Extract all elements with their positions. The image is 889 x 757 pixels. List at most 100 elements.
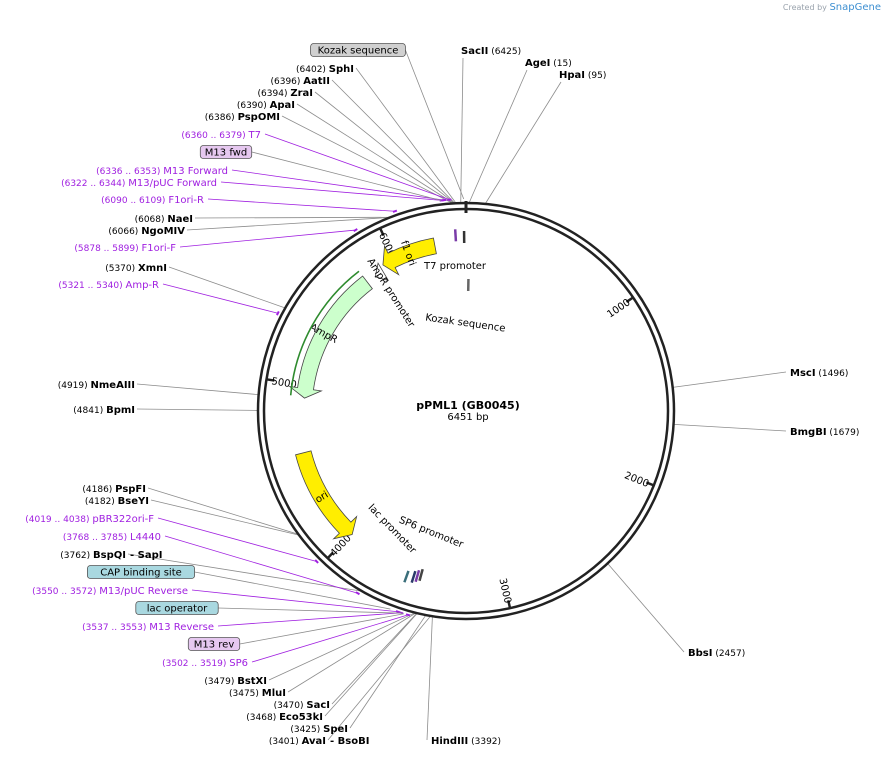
enzyme-label: SacII (6425) xyxy=(461,46,521,57)
enzyme-name: HpaI xyxy=(559,70,585,81)
brand-created-by: Created by xyxy=(782,3,827,12)
enzyme-position: (2457) xyxy=(712,649,745,659)
enzyme-line xyxy=(127,553,363,592)
enzyme-name: MscI xyxy=(790,368,816,379)
primer-mark xyxy=(314,559,319,564)
tick-mark xyxy=(625,296,634,304)
enzyme-line xyxy=(268,612,416,681)
snapgene-logo: SnapGene xyxy=(829,2,881,13)
enzyme-extra: - BsoBI xyxy=(330,736,369,747)
enzyme-line xyxy=(331,79,456,204)
enzyme-line xyxy=(426,616,433,741)
tick-mark xyxy=(378,227,385,236)
box-line xyxy=(218,607,403,614)
enzyme-position: (3468) xyxy=(246,713,279,723)
primer-name: M13 Reverse xyxy=(149,622,214,633)
feature-arrow xyxy=(382,237,437,276)
site-mark xyxy=(410,570,417,583)
enzyme-name: ZraI xyxy=(290,88,313,99)
plasmid-name: pPML1 (GB0045) xyxy=(416,399,519,412)
primer-range: (3768 .. 3785) xyxy=(63,533,130,543)
enzyme-name: BmgBI xyxy=(790,427,827,438)
enzyme-label: (3401) AvaI xyxy=(269,736,326,747)
plasmid-length: 6451 bp xyxy=(447,412,488,423)
primer-label: (3537 .. 3553) M13 Reverse xyxy=(82,622,214,633)
tick-label: 2000 xyxy=(623,470,651,490)
enzyme-name: MluI xyxy=(262,688,286,699)
tick-mark xyxy=(326,551,335,560)
enzyme-name: NgoMIV xyxy=(141,226,185,237)
primer-range: (4019 .. 4038) xyxy=(25,515,92,525)
box-line xyxy=(194,571,391,610)
enzyme-label: HpaI (95) xyxy=(559,70,606,81)
primer-range: (5878 .. 5899) xyxy=(74,244,141,254)
box-label: CAP binding site xyxy=(100,568,182,579)
primer-line xyxy=(220,181,442,201)
enzyme-line xyxy=(331,612,418,705)
box-label: lac operator xyxy=(147,604,208,615)
enzyme-position: (5370) xyxy=(105,264,138,274)
enzyme-name: BbsI xyxy=(688,648,712,659)
enzyme-name: SacII xyxy=(461,46,488,57)
feature-arrow xyxy=(295,450,358,540)
enzyme-line xyxy=(281,115,454,204)
tick-mark xyxy=(645,481,655,487)
enzyme-label: (6402) SphI xyxy=(296,64,354,75)
primer-range: (3502 .. 3519) xyxy=(162,659,229,669)
enzyme-label: (6386) PspOMI xyxy=(205,112,280,123)
enzyme-position: (6396) xyxy=(270,77,303,87)
enzyme-line xyxy=(460,57,464,204)
enzyme-line xyxy=(314,91,455,204)
labels: SacII (6425)AgeI (15)HpaI (95)MscI (1496… xyxy=(25,43,859,747)
enzyme-position: (6402) xyxy=(296,65,329,75)
enzyme-label: (3479) BstXI xyxy=(204,676,267,687)
enzyme-label: (6394) ZraI xyxy=(258,88,313,99)
primer-range: (3537 .. 3553) xyxy=(82,623,149,633)
enzyme-label: MscI (1496) xyxy=(790,368,848,379)
enzyme-label: (6068) NaeI xyxy=(135,214,193,225)
primer-name: M13/pUC Forward xyxy=(128,178,217,189)
enzyme-name: NmeAIII xyxy=(91,380,135,391)
enzyme-position: (3762) xyxy=(60,551,93,561)
enzyme-position: (4182) xyxy=(85,497,118,507)
primer-line xyxy=(264,133,450,201)
enzyme-line xyxy=(468,69,528,204)
primer-line xyxy=(207,198,395,212)
enzyme-label: HindIII (3392) xyxy=(431,736,501,747)
enzyme-position: (3425) xyxy=(290,725,323,735)
primer-label: (3768 .. 3785) L4440 xyxy=(63,532,161,543)
enzyme-name: PspFI xyxy=(115,484,146,495)
enzyme-name: BseYI xyxy=(118,496,149,507)
enzyme-position: (6425) xyxy=(488,47,521,57)
primer-name: F1ori-F xyxy=(142,243,177,254)
enzyme-label: (4186) PspFI xyxy=(82,484,146,495)
primer-name: Amp-R xyxy=(126,280,160,291)
enzyme-name: BstXI xyxy=(237,676,267,687)
enzyme-label: (3468) Eco53kI xyxy=(246,712,323,723)
site-mark xyxy=(418,568,424,582)
box-line xyxy=(251,151,442,201)
enzyme-position: (4841) xyxy=(73,406,106,416)
enzyme-line xyxy=(672,371,787,388)
primer-line xyxy=(191,589,398,613)
enzyme-position: (3401) xyxy=(269,737,302,747)
primer-mark xyxy=(276,311,280,316)
enzyme-name: NaeI xyxy=(167,214,193,225)
inner-label: Kozak sequence xyxy=(425,312,506,334)
enzyme-name: BspQI xyxy=(93,550,126,561)
primer-range: (6360 .. 6379) xyxy=(181,131,248,141)
enzyme-label: (6390) ApaI xyxy=(237,100,295,111)
snapgene-brand: Created by SnapGene xyxy=(783,2,881,13)
enzyme-name: AgeI xyxy=(525,58,550,69)
primer-range: (3550 .. 3572) xyxy=(32,587,99,597)
enzyme-name: PspOMI xyxy=(238,112,280,123)
primer-range: (5321 .. 5340) xyxy=(58,281,125,291)
label-lines xyxy=(127,49,787,741)
enzyme-name: BpmI xyxy=(106,405,135,416)
enzyme-label: (3425) SpeI xyxy=(290,724,348,735)
enzyme-line xyxy=(136,408,259,411)
enzyme-line xyxy=(355,67,457,204)
enzyme-label: (4919) NmeAIII xyxy=(58,380,135,391)
enzyme-line xyxy=(136,383,259,396)
box-label: Kozak sequence xyxy=(318,46,399,57)
